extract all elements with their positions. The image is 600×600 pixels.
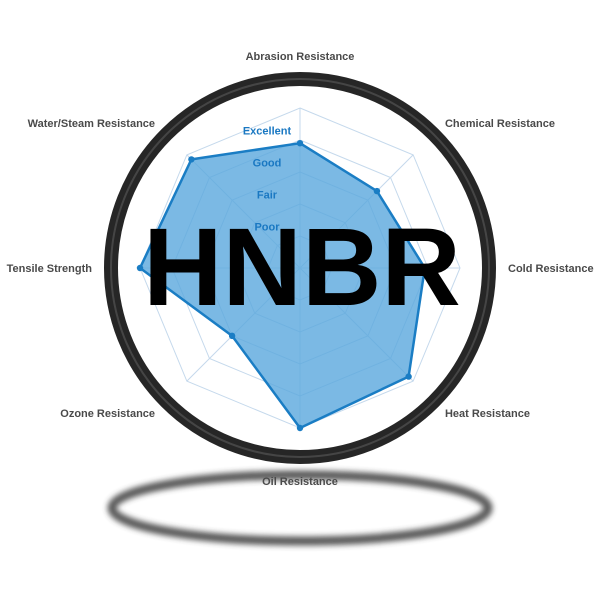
data-point <box>405 373 412 380</box>
axis-label: Tensile Strength <box>7 263 93 275</box>
radar-series <box>136 140 428 432</box>
axis-label: Ozone Resistance <box>60 408 155 420</box>
chart-title: HNBR <box>143 206 461 329</box>
data-point <box>188 156 195 163</box>
o-ring-highlight <box>110 78 490 458</box>
data-point <box>228 332 236 340</box>
data-point <box>136 264 144 272</box>
axis-label: Oil Resistance <box>262 476 338 488</box>
level-label: Excellent <box>243 125 292 137</box>
level-labels: Poor Fair Good Excellent <box>243 125 292 233</box>
data-point <box>421 264 428 272</box>
level-label: Fair <box>257 189 278 201</box>
level-label: Poor <box>254 221 280 233</box>
axis-label: Abrasion Resistance <box>246 51 355 63</box>
axis-label: Chemical Resistance <box>445 118 555 130</box>
axis-label: Cold Resistance <box>508 263 594 275</box>
data-point <box>296 424 304 432</box>
data-point <box>373 187 381 195</box>
o-ring-shadow <box>107 470 493 546</box>
axis-label: Water/Steam Resistance <box>28 118 155 130</box>
level-label: Good <box>253 157 282 169</box>
data-point <box>296 140 304 147</box>
axis-label: Heat Resistance <box>445 408 530 420</box>
